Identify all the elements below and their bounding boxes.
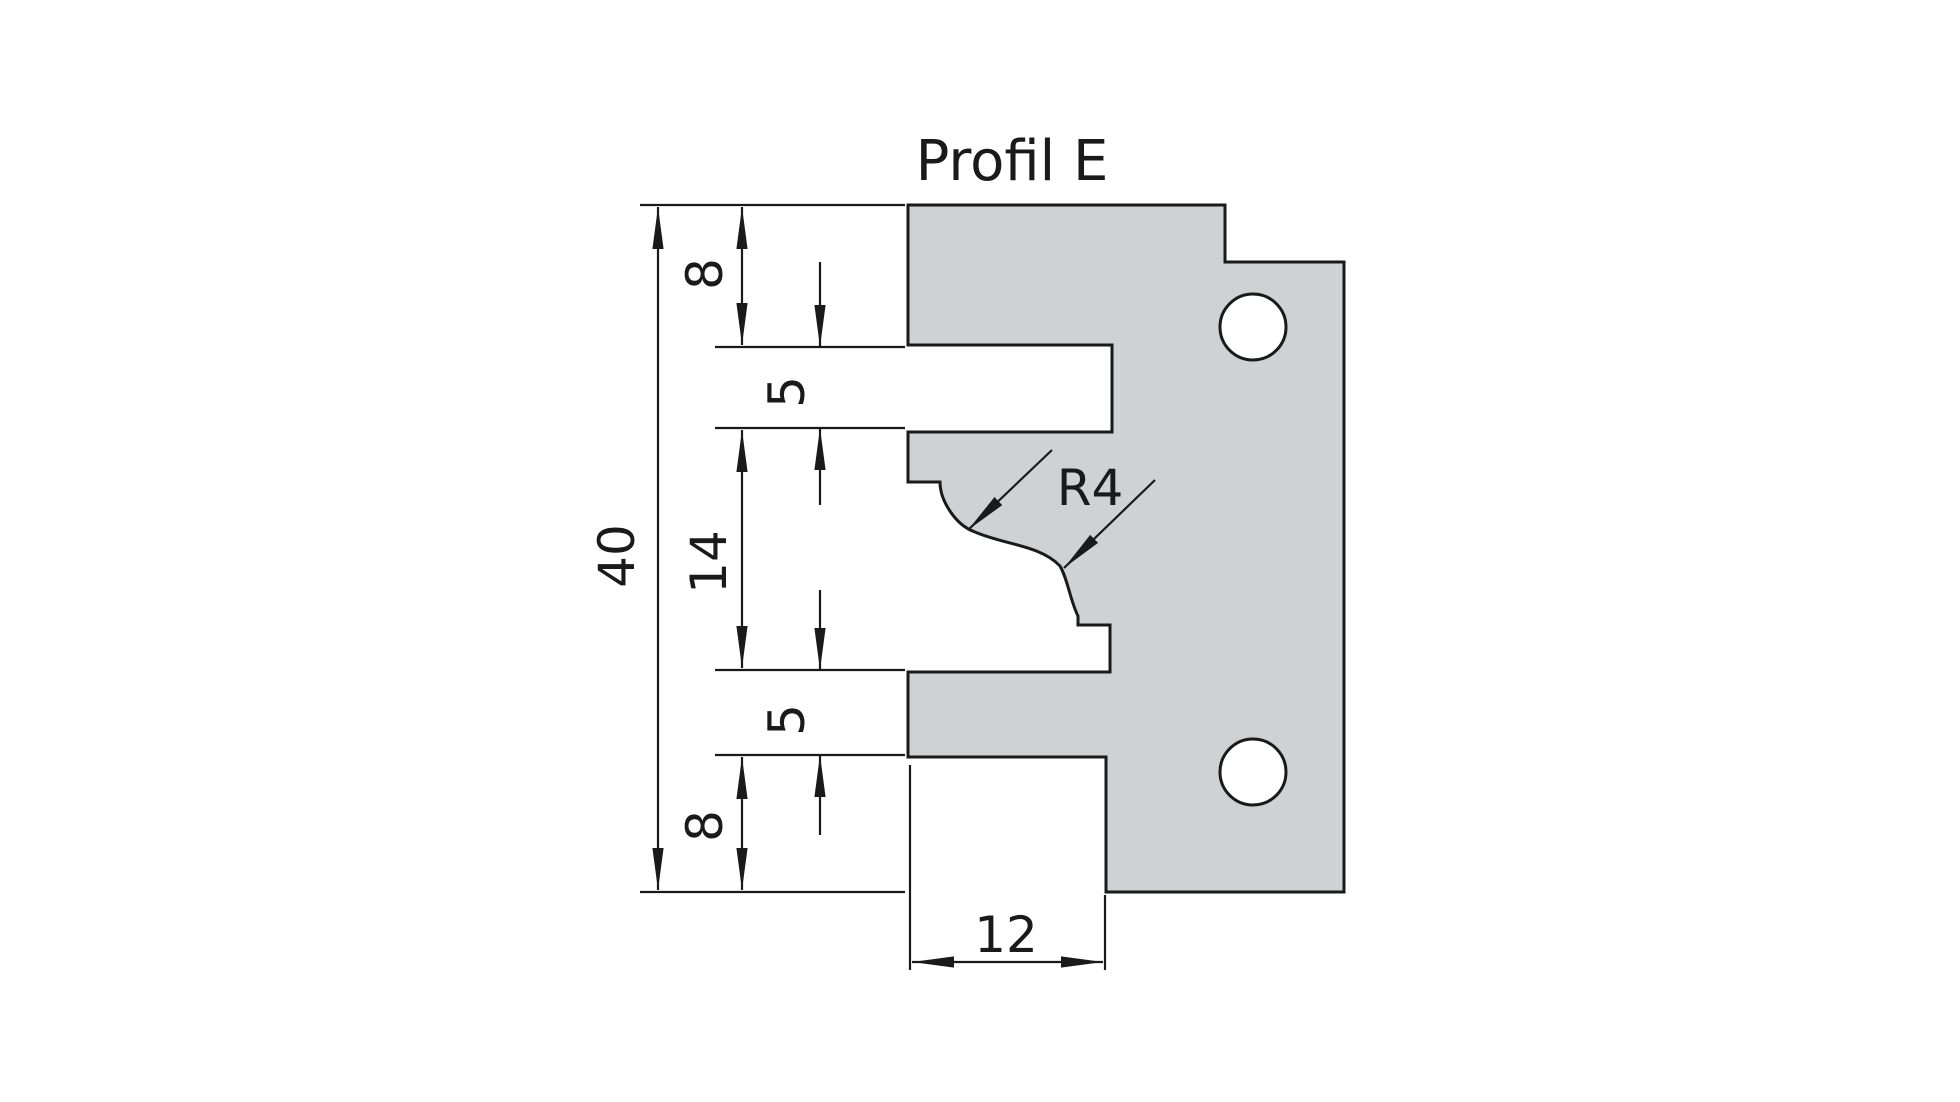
- dim-upper-groove-label: 5: [758, 376, 816, 408]
- dim-lower-groove: 5: [758, 590, 826, 835]
- dim-groove-depth: 12: [912, 906, 1103, 968]
- dim-bottom-step-label: 8: [676, 810, 734, 842]
- dim-radius-label: R4: [1057, 459, 1124, 517]
- profile-title: Profil E: [916, 129, 1109, 194]
- mounting-hole-bottom: [1218, 737, 1288, 807]
- dim-upper-groove: 5: [758, 262, 826, 505]
- dim-lower-groove-label: 5: [758, 704, 816, 736]
- dim-top-step: 8: [676, 207, 748, 345]
- extension-lines: [640, 203, 1107, 970]
- cutter-body: [906, 203, 1346, 894]
- dim-middle-profile-label: 14: [680, 530, 738, 594]
- mounting-hole-top: [1218, 292, 1288, 362]
- dim-total-height-label: 40: [588, 524, 646, 588]
- dim-middle-profile: 14: [680, 430, 748, 668]
- dim-bottom-step: 8: [676, 757, 748, 890]
- dim-radius: R4: [967, 449, 1156, 569]
- dim-total-height: 40: [588, 207, 664, 890]
- dim-top-step-label: 8: [676, 258, 734, 290]
- dim-groove-depth-label: 12: [974, 906, 1038, 964]
